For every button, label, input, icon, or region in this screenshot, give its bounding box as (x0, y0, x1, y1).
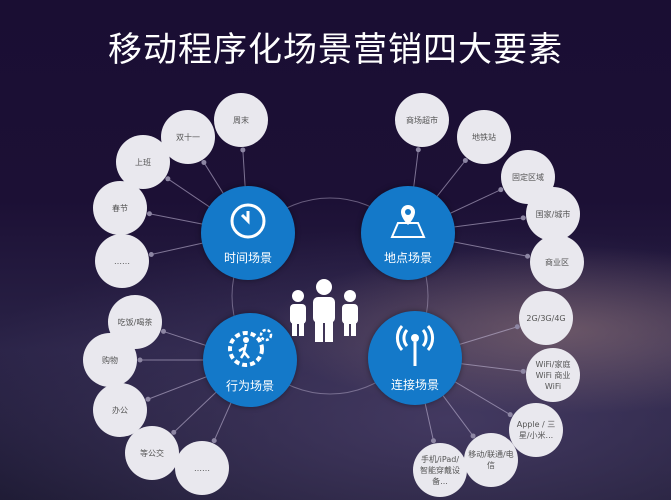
satellite-node: WiFi/家庭WiFi 商业WiFi (526, 348, 580, 402)
connector-dot (211, 438, 217, 444)
connector-dot (145, 396, 151, 402)
satellite-label: 国家/城市 (535, 209, 571, 219)
connector-dot (240, 147, 246, 153)
satellite-label: 地铁站 (472, 132, 496, 142)
satellite-label: 手机/iPad/智能穿戴设备... (420, 454, 460, 486)
map-pin-icon (386, 201, 430, 245)
satellite-label: 办公 (112, 405, 128, 415)
connector-dot (160, 328, 166, 334)
hub-label: 地点场景 (383, 250, 432, 265)
satellite-label: …… (194, 463, 210, 473)
hub-label: 时间场景 (223, 250, 272, 265)
connector-dot (415, 147, 421, 153)
connector-dot (137, 357, 143, 363)
connector-dot (146, 211, 152, 217)
satellite-node: 办公 (93, 383, 147, 437)
satellite-node: 春节 (93, 181, 147, 235)
satellite-node: …… (175, 441, 229, 495)
hub-label: 连接场景 (390, 377, 439, 392)
satellite-label: 2G/3G/4G (526, 313, 566, 323)
hub-node: 连接场景 (368, 311, 462, 405)
hub-node: 行为场景 (203, 313, 297, 407)
connector-dot (520, 368, 526, 374)
satellite-label: 周末 (233, 115, 249, 125)
satellite-node: 双十一 (161, 110, 215, 164)
satellite-node: 吃饭/喝茶 (108, 295, 162, 349)
connector-dot (498, 187, 504, 193)
satellite-label: Apple / 三星/小米... (516, 420, 556, 440)
satellite-label: WiFi/家庭WiFi 商业WiFi (535, 359, 571, 391)
satellite-node: 周末 (214, 93, 268, 147)
hub-node: 时间场景 (201, 186, 295, 280)
satellite-node: 购物 (83, 333, 137, 387)
satellite-node: Apple / 三星/小米... (509, 403, 563, 457)
satellite-label: 商业区 (545, 257, 569, 267)
antenna-signal-icon (395, 324, 435, 372)
hub-node: 地点场景 (361, 186, 455, 280)
satellite-node: 移动/联通/电信 (464, 433, 518, 487)
people-group-icon (290, 279, 358, 342)
connector-dot (462, 158, 468, 164)
satellite-label: 购物 (102, 355, 118, 365)
page-title: 移动程序化场景营销四大要素 (108, 30, 563, 70)
connector-dot (514, 324, 520, 330)
satellite-node: 国家/城市 (526, 187, 580, 241)
satellite-label: 春节 (112, 203, 128, 213)
hub-label: 行为场景 (225, 378, 274, 393)
satellite-label: 移动/联通/电信 (468, 450, 514, 470)
center-ring (231, 197, 429, 395)
satellite-label: 吃饭/喝茶 (117, 317, 153, 327)
satellite-node: 手机/iPad/智能穿戴设备... (413, 443, 467, 497)
connector-dot (520, 215, 526, 221)
satellite-node: 商业区 (530, 235, 584, 289)
connector-dot (201, 159, 207, 165)
satellite-label: …… (114, 256, 130, 266)
satellite-label: 商场超市 (406, 115, 438, 125)
running-person-gear-icon (226, 327, 274, 373)
connector-dot (148, 251, 154, 257)
satellite-label: 等公交 (140, 448, 164, 458)
satellite-node: 上班 (116, 135, 170, 189)
satellite-node: 商场超市 (395, 93, 449, 147)
connector-dot (430, 438, 436, 444)
satellite-node: 地铁站 (457, 110, 511, 164)
satellite-node: 2G/3G/4G (519, 291, 573, 345)
satellite-node: 等公交 (125, 426, 179, 480)
clock-icon (228, 201, 268, 245)
satellite-label: 上班 (135, 157, 151, 167)
satellite-node: …… (95, 234, 149, 288)
satellite-label: 双十一 (176, 132, 200, 142)
connector-dot (165, 176, 171, 182)
connector-dot (525, 253, 531, 259)
connector-dot (171, 429, 177, 435)
satellite-label: 固定区域 (512, 172, 544, 182)
